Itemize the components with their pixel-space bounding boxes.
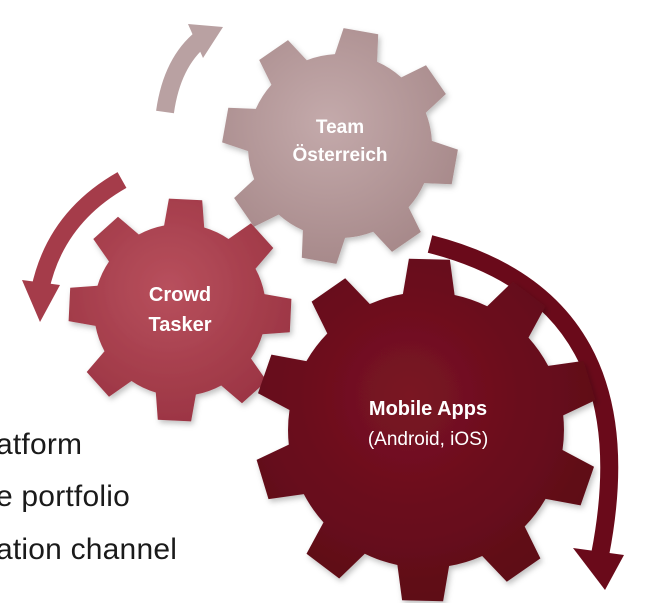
gear-team-label-line2: Österreich <box>292 145 387 166</box>
gear-crowd-label-line1: Crowd <box>149 284 211 306</box>
text-line-2: e portfolio <box>0 480 130 513</box>
arrow-top <box>156 24 223 114</box>
text-line-1: atform <box>0 428 83 461</box>
arrow-left <box>22 172 127 322</box>
gear-team-label-line1: Team <box>316 117 364 138</box>
gear-mobile-label-line2: (Android, iOS) <box>368 429 488 450</box>
arrow-right <box>427 235 624 590</box>
arrow-right-shaft <box>427 235 619 557</box>
gear-mobile-label-line1: Mobile Apps <box>369 398 487 420</box>
arrow-left-head <box>22 280 60 322</box>
text-line-3: ation channel <box>0 533 178 566</box>
gear-crowd-label-line2: Tasker <box>148 314 211 336</box>
gear-team-oesterreich <box>222 28 458 264</box>
arrow-top-head <box>188 24 223 58</box>
gear-crowd-tasker <box>68 198 292 422</box>
gear-mobile-apps <box>256 258 596 602</box>
arrow-top-shaft <box>156 30 208 114</box>
arrow-right-head <box>573 548 624 590</box>
arrow-left-shaft <box>31 172 127 292</box>
